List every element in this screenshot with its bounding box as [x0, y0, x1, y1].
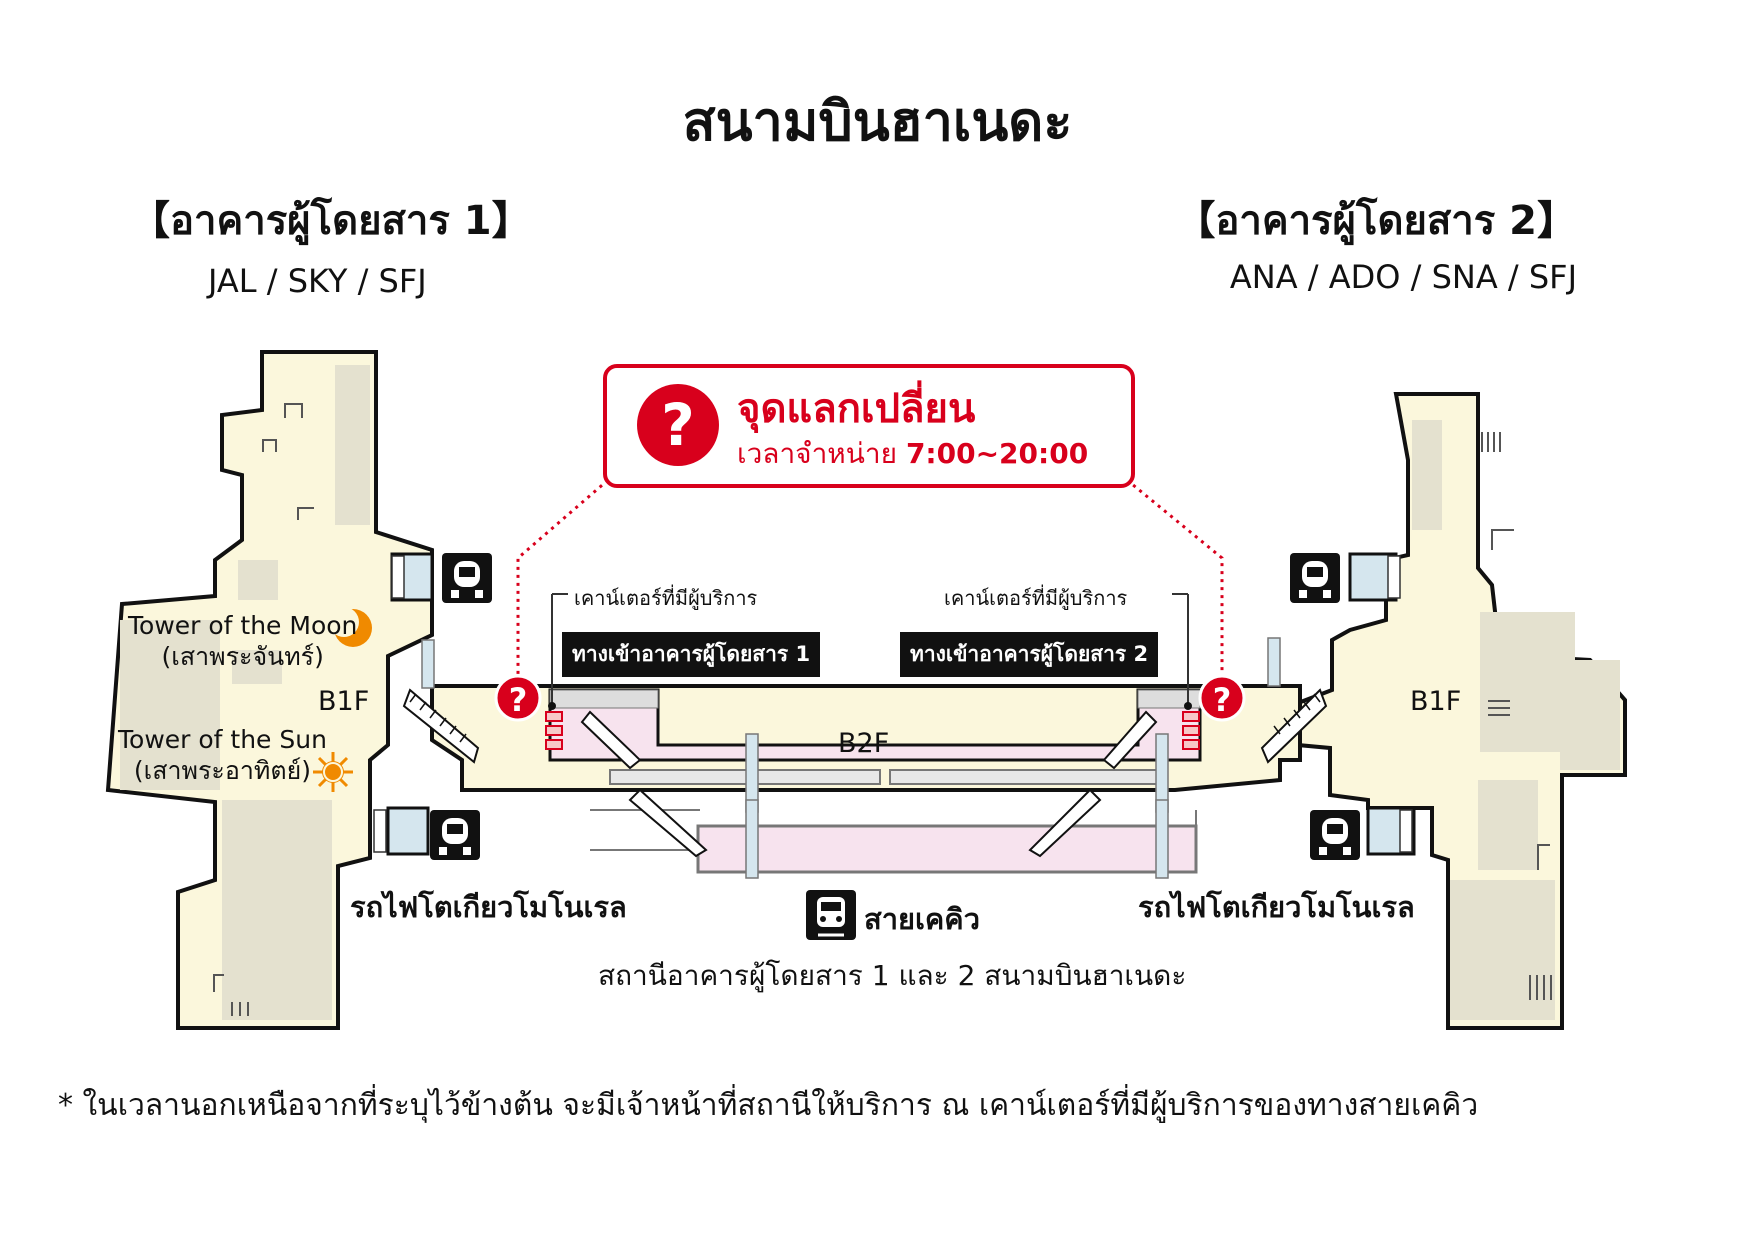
- escalator-icon: [402, 688, 1328, 858]
- exchange-point-title: จุดแลกเปลี่ยน: [737, 386, 976, 432]
- terminal2-title: 【อาคารผู้โดยสาร 2】: [1175, 198, 1577, 244]
- footnote: * ในเวลานอกเหนือจากที่ระบุไว้ข้างต้น จะม…: [58, 1088, 1479, 1123]
- question-icon: ? ?: [494, 674, 1246, 722]
- left-counter-label: เคาน์เตอร์ที่มีผู้บริการ: [574, 586, 758, 610]
- keikyu-station-name: สถานีอาคารผู้โดยสาร 1 และ 2 สนามบินฮาเนด…: [598, 959, 1187, 992]
- train-icon: [430, 553, 1360, 940]
- monorail-left-label: รถไฟโตเกียวโมโนเรล: [350, 890, 627, 924]
- station-floor-label: B2F: [838, 728, 890, 759]
- question-icon: ?: [637, 384, 719, 466]
- terminal1-title: 【อาคารผู้โดยสาร 1】: [130, 198, 532, 244]
- tower-of-the-moon-label: Tower of the Moon (เสาพระจันทร์): [128, 611, 358, 672]
- exchange-point-callout: ? จุดแลกเปลี่ยน เวลาจำหน่าย 7:00~20:00: [603, 364, 1135, 488]
- right-counter-label: เคาน์เตอร์ที่มีผู้บริการ: [944, 586, 1128, 610]
- terminal2-airlines: ANA / ADO / SNA / SFJ: [1229, 258, 1577, 296]
- t1-floor-label: B1F: [318, 686, 370, 717]
- terminal2-building: [1296, 392, 1627, 1030]
- moon-icon: [329, 607, 372, 647]
- svg-text:?: ?: [509, 681, 528, 719]
- terminal1-airlines: JAL / SKY / SFJ: [208, 262, 427, 300]
- exchange-hours: เวลาจำหน่าย 7:00~20:00: [737, 437, 1089, 470]
- page-title: สนามบินฮาเนดะ: [682, 90, 1073, 153]
- t2-floor-label: B1F: [1410, 686, 1462, 717]
- tower-of-the-sun-label: Tower of the Sun (เสาพระอาทิตย์): [118, 725, 327, 786]
- terminal2-entrance-label: ทางเข้าอาคารผู้โดยสาร 2: [900, 632, 1159, 677]
- ticket-counter: [545, 711, 1200, 750]
- callout-lines: [516, 478, 1224, 710]
- terminal1-entrance-label: ทางเข้าอาคารผู้โดยสาร 1: [562, 632, 821, 677]
- terminal1-building: [105, 350, 434, 1030]
- sun-icon: [313, 752, 353, 792]
- keikyu-line-label: สายเคคิว: [864, 902, 980, 936]
- svg-text:?: ?: [1213, 681, 1232, 719]
- monorail-right-label: รถไฟโตเกียวโมโนเรล: [1138, 890, 1415, 924]
